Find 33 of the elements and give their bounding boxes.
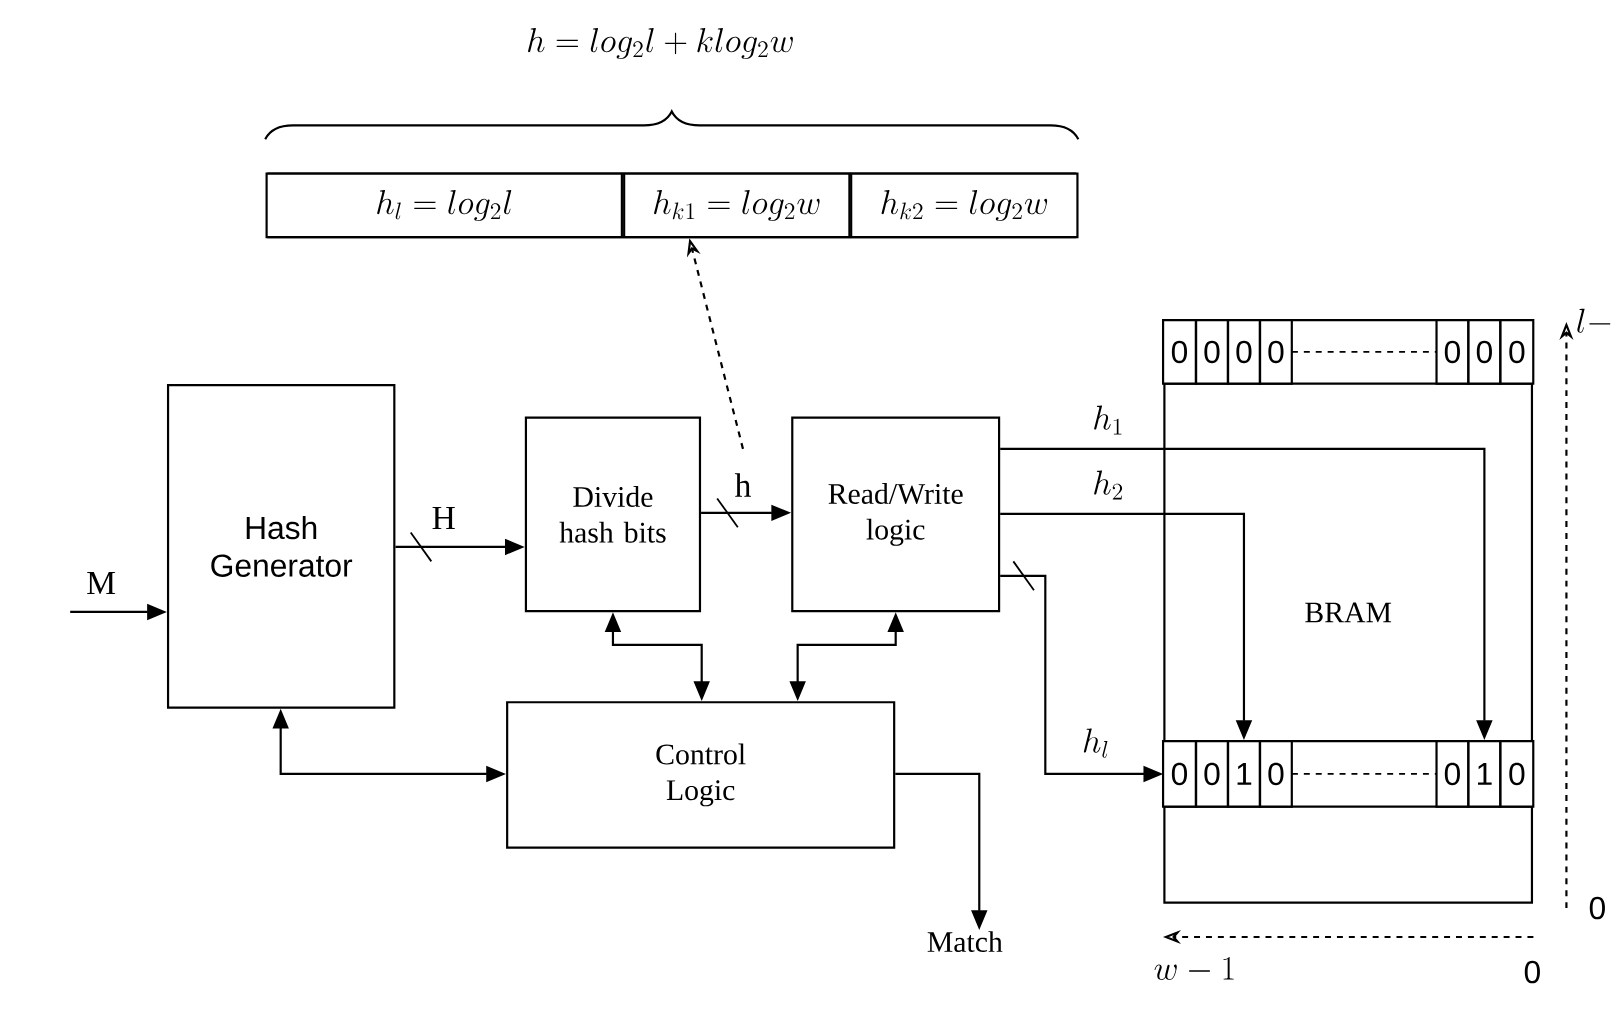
bit-cell: 0 [1195, 740, 1229, 808]
formula: $h = log_2 l + k log_2 w$ [528, 28, 793, 59]
bit-cell: 0 [1259, 740, 1293, 808]
bit-cell: 0 [1259, 319, 1293, 385]
bit-cell: 0 [1499, 319, 1535, 385]
field-segment: $h_{k2} = log_2 w$ [850, 172, 1079, 239]
dimension-label: $l -$ [1577, 308, 1611, 333]
bit-cell: 0 [1227, 319, 1261, 385]
edge-label: h [732, 471, 754, 499]
edge-label: M [84, 570, 119, 597]
field-segment: $h_{k1} = log_2 w$ [623, 172, 851, 239]
bit-cell: 1 [1227, 740, 1261, 808]
edge-label: H [429, 505, 458, 532]
edge-label: $h_2$ [1090, 468, 1127, 502]
bit-cell: 1 [1467, 740, 1502, 808]
process-box: Divide hash bits [524, 416, 702, 613]
field-segment: $h_l = log_2 l$ [265, 172, 623, 239]
process-box: Hash Generator [166, 384, 396, 709]
bit-cell: 0 [1162, 319, 1197, 385]
dimension-label: $w - 1$ [1154, 957, 1234, 981]
bit-cell: 0 [1195, 319, 1229, 385]
output-label: Match [927, 931, 1003, 953]
bit-cell: 0 [1467, 319, 1502, 385]
bit-cell: 0 [1162, 740, 1197, 808]
dimension-label: 0 [1589, 896, 1605, 920]
bit-cell: 0 [1499, 740, 1535, 808]
edge-label: $h_1$ [1090, 403, 1127, 437]
process-box: Read/Write logic [791, 416, 1001, 613]
bit-cell: 0 [1435, 740, 1470, 808]
bit-cell: 0 [1435, 319, 1470, 385]
dimension-label: 0 [1524, 960, 1540, 984]
process-box: Control Logic [506, 701, 896, 849]
edge-label: $h_l$ [1080, 726, 1112, 760]
